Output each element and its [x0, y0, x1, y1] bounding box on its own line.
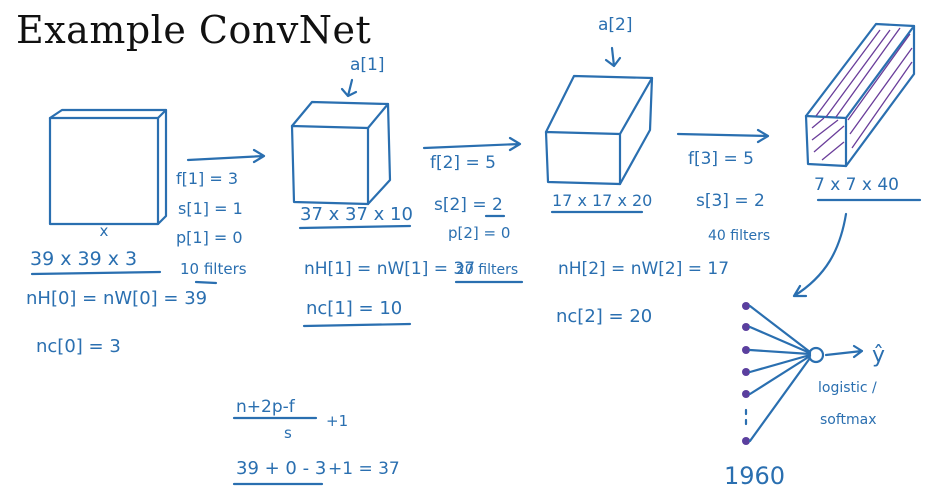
input-nc: nc[0] = 3 [36, 336, 121, 357]
conv3-f: f[3] = 5 [688, 149, 754, 169]
input-dims-underline [30, 270, 162, 276]
conv2-s: s[2] = 2 [434, 195, 503, 215]
activation-softmax: softmax [820, 412, 877, 428]
conv1-filters-underline [194, 280, 218, 285]
layer3-dims: 7 x 7 x 40 [814, 175, 899, 195]
unit-dot [742, 346, 750, 354]
input-label: x [100, 222, 109, 240]
layer2-dims: 17 x 17 x 20 [552, 191, 652, 210]
layer1-dims: 37 x 37 x 10 [300, 204, 413, 225]
layer1-dims-underline [298, 224, 412, 230]
unit-count: 1960 [724, 462, 785, 490]
conv3-filters: 40 filters [708, 228, 770, 244]
y-hat: ŷ [872, 343, 885, 368]
a2-pointer [604, 46, 622, 68]
arrow-conv1 [186, 148, 266, 164]
layer1-volume [290, 100, 392, 206]
output-neuron [807, 346, 825, 364]
input-volume [48, 108, 168, 226]
a1-pointer [340, 78, 358, 98]
conv1-f: f[1] = 3 [176, 169, 238, 188]
layer3-volume [804, 22, 916, 168]
flatten-arrow [792, 212, 848, 298]
layer1-nh-nw: nH[1] = nW[1] = 37 [304, 259, 475, 279]
page-title: Example ConvNet [16, 8, 372, 52]
conv2-f: f[2] = 5 [430, 153, 496, 173]
output-units [742, 302, 864, 445]
unit-connections [748, 304, 812, 443]
formula-numerator: n+2p-f [236, 397, 296, 417]
conv1-s: s[1] = 1 [178, 199, 243, 218]
formula-plus-one: +1 [326, 412, 348, 430]
layer1-nc-underline [302, 322, 412, 328]
output-arrow [824, 344, 864, 359]
a1-label: a[1] [350, 55, 385, 75]
conv1-p: p[1] = 0 [176, 228, 243, 247]
unit-dot [742, 302, 750, 310]
conv2-p: p[2] = 0 [448, 224, 510, 242]
unit-dot [742, 368, 750, 376]
unit-dot [742, 323, 750, 331]
conv3-s: s[3] = 2 [696, 191, 765, 211]
input-dims: 39 x 39 x 3 [30, 248, 137, 270]
arrow-conv3 [676, 128, 770, 144]
formula-example-result: +1 = 37 [328, 459, 400, 479]
arrow-conv2 [422, 136, 522, 152]
activation-logistic: logistic / [818, 380, 877, 396]
formula-example: 39 + 0 - 3 [236, 458, 326, 479]
unit-dot [742, 437, 750, 445]
a2-label: a[2] [598, 15, 633, 35]
layer2-nc: nc[2] = 20 [556, 306, 652, 327]
formula-denominator: s [284, 424, 292, 442]
conv2-filters: 20 filters [456, 262, 518, 278]
unit-dot [742, 390, 750, 398]
output-size-formula: n+2p-f s +1 39 + 0 - 3 +1 = 37 [232, 397, 400, 486]
layer2-nh-nw: nH[2] = nW[2] = 17 [558, 259, 729, 279]
layer1-nc: nc[1] = 10 [306, 298, 402, 319]
input-nh-nw: nH[0] = nW[0] = 39 [26, 288, 207, 309]
layer2-volume [544, 74, 654, 186]
conv1-filters: 10 filters [180, 260, 247, 278]
